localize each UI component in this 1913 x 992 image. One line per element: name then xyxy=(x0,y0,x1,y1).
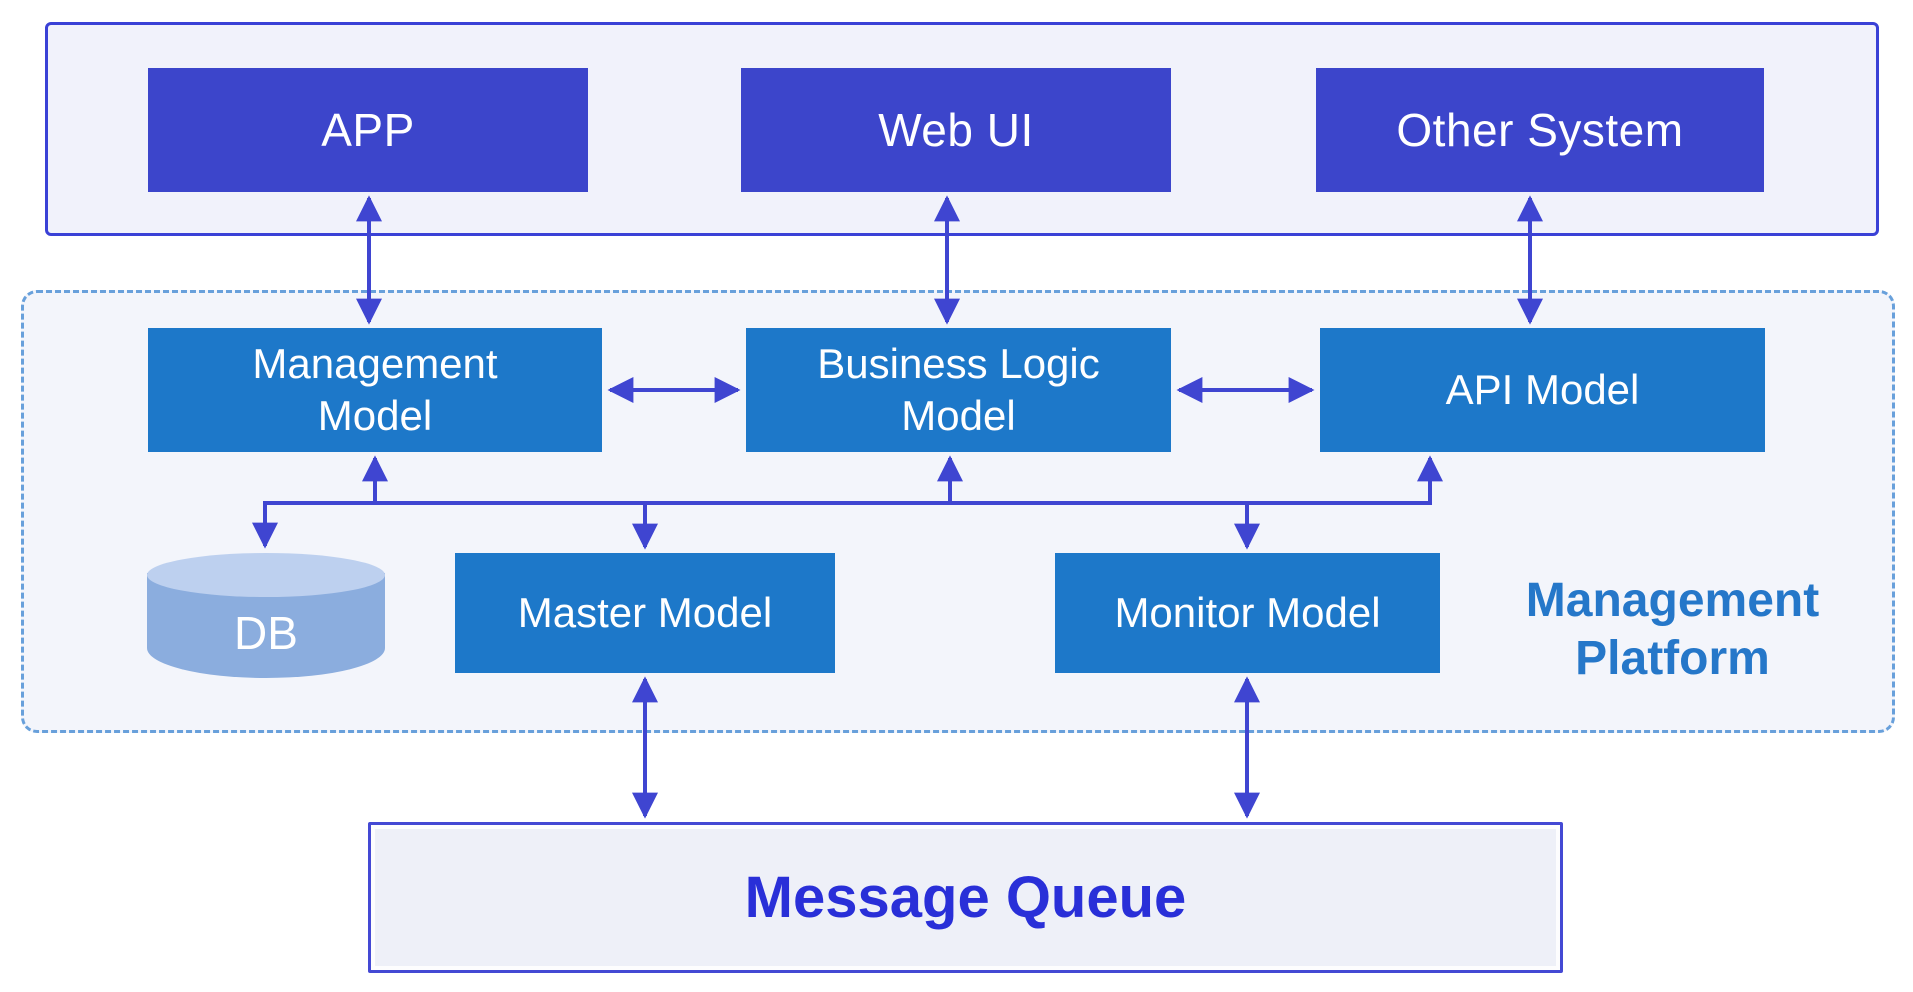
db-label: DB xyxy=(234,606,298,659)
management-platform-title: Management Platform xyxy=(1525,574,1820,685)
node-other-system: Other System xyxy=(1316,68,1764,192)
node-master-model: Master Model xyxy=(455,553,835,673)
node-db-cylinder: DB xyxy=(147,553,385,678)
node-management-model: Management Model xyxy=(148,328,602,452)
node-api-model: API Model xyxy=(1320,328,1765,452)
db-cylinder-top xyxy=(147,553,385,597)
node-web-ui: Web UI xyxy=(741,68,1171,192)
node-business-logic-model: Business Logic Model xyxy=(746,328,1171,452)
node-monitor-model: Monitor Model xyxy=(1055,553,1440,673)
node-app: APP xyxy=(148,68,588,192)
node-message-queue: Message Queue xyxy=(368,822,1563,973)
